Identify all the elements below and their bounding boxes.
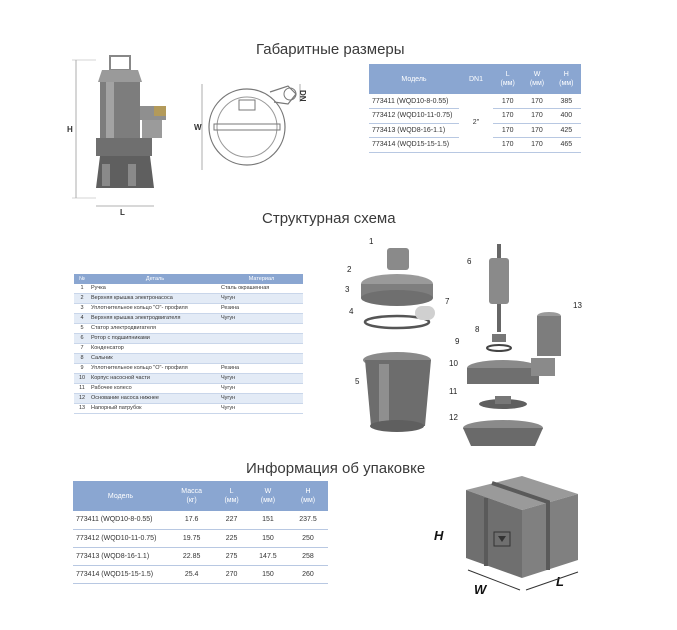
pack-header-w: W(мм) xyxy=(247,481,288,511)
callout-13: 13 xyxy=(573,301,582,310)
callout-7: 7 xyxy=(445,297,450,306)
dims-header-dn1: DN1 xyxy=(459,64,493,94)
callout-8: 8 xyxy=(475,325,480,334)
pack-header-model: Модель xyxy=(73,481,168,511)
callout-1: 1 xyxy=(369,237,374,246)
exploded-view-drawing: 1 2 3 4 5 6 7 8 9 10 11 12 13 xyxy=(345,237,582,446)
pump-side-view-drawing: H L xyxy=(67,55,166,217)
callout-6: 6 xyxy=(467,257,472,266)
structure-title: Структурная схема xyxy=(262,210,396,227)
packing-box-drawing: H W L xyxy=(434,476,579,597)
dim-l-label: L xyxy=(120,208,125,217)
pack-header-l: L(мм) xyxy=(215,481,248,511)
dims-header-model: Модель xyxy=(369,64,459,94)
dimensions-table: Модель DN1 L(мм) W(мм) H(мм) 773411 (WQD… xyxy=(369,64,581,153)
dims-header-w: W(мм) xyxy=(522,64,552,94)
pack-header-mass: Масса(кг) xyxy=(168,481,216,511)
dim-w-label: W xyxy=(194,123,202,132)
callout-2: 2 xyxy=(347,265,352,274)
callout-12: 12 xyxy=(449,413,458,422)
callout-4: 4 xyxy=(349,307,354,316)
packing-title: Информация об упаковке xyxy=(246,460,426,477)
parts-header-num: № xyxy=(74,274,90,284)
parts-header-part: Деталь xyxy=(90,274,220,284)
callout-5: 5 xyxy=(355,377,360,386)
parts-header-material: Материал xyxy=(220,274,303,284)
dimensions-title: Габаритные размеры xyxy=(256,41,405,58)
callout-11: 11 xyxy=(449,387,458,396)
box-w-label: W xyxy=(474,582,488,597)
dim-dn-label: DN xyxy=(298,90,307,102)
pack-header-h: H(мм) xyxy=(287,481,328,511)
callout-9: 9 xyxy=(455,337,460,346)
dn1-cell: 2" xyxy=(459,94,493,153)
pump-top-view-drawing: W DN xyxy=(194,84,307,170)
box-h-label: H xyxy=(434,528,444,543)
packing-table: Модель Масса(кг) L(мм) W(мм) H(мм) 77341… xyxy=(73,481,328,584)
box-l-label: L xyxy=(556,574,564,589)
callout-3: 3 xyxy=(345,285,350,294)
dims-header-h: H(мм) xyxy=(551,64,581,94)
dim-h-label: H xyxy=(67,125,73,134)
dims-header-l: L(мм) xyxy=(493,64,523,94)
callout-10: 10 xyxy=(449,359,458,368)
